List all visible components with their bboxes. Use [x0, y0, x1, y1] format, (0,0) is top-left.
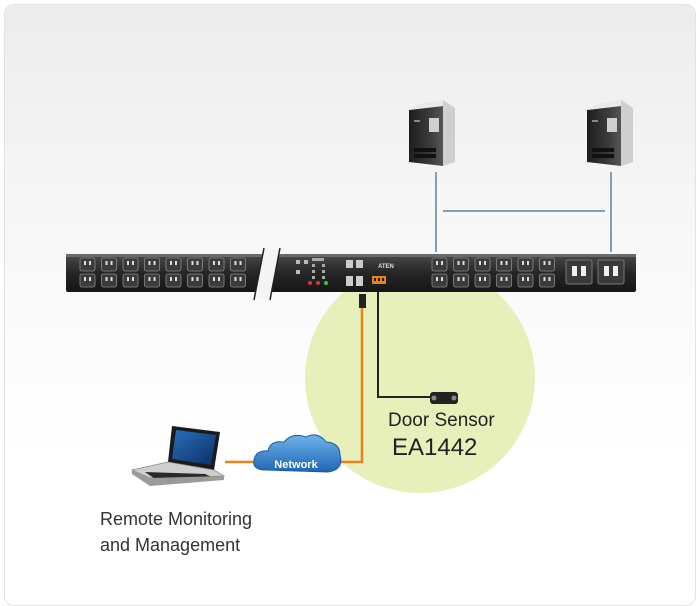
pdu-outlet — [539, 257, 555, 272]
pdu-outlet — [79, 257, 96, 272]
cloud-icon — [253, 434, 342, 473]
server-connection-lines — [435, 172, 612, 252]
model-number-label: EA1442 — [392, 434, 478, 461]
pdu-outlet — [187, 257, 203, 272]
pdu-outlet — [431, 273, 448, 288]
pdu-network-line — [338, 306, 364, 464]
pdu-outlet — [230, 273, 246, 288]
network-label: Network — [274, 459, 318, 471]
pdu-rack-icon: ATEN — [66, 247, 636, 301]
pdu-outlet — [517, 257, 534, 272]
pdu-outlet — [144, 257, 160, 272]
remote-monitoring-label-line1: Remote Monitoring — [100, 509, 253, 529]
pdu-outlet — [122, 273, 139, 288]
remote-monitoring-label-line2: and Management — [100, 535, 241, 555]
pdu-outlets-right — [431, 257, 555, 288]
pdu-outlet — [453, 273, 469, 288]
pdu-outlet — [101, 257, 117, 272]
server-tower-icon — [409, 100, 455, 166]
door-sensor-icon — [430, 392, 458, 404]
server-tower-icon — [587, 100, 633, 166]
pdu-outlet — [496, 273, 512, 288]
laptop-icon — [130, 426, 226, 486]
pdu-brand-logo: ATEN — [378, 264, 394, 270]
pdu-outlet — [144, 273, 160, 288]
pdu-outlet — [187, 273, 203, 288]
pdu-control-panel — [296, 258, 386, 286]
pdu-outlet — [122, 257, 139, 272]
pdu-outlet — [474, 257, 491, 272]
pdu-break-gap — [254, 250, 280, 298]
pdu-outlet — [431, 257, 448, 272]
pdu-outlet — [474, 273, 491, 288]
pdu-outlet — [165, 257, 182, 272]
network-plug — [359, 294, 366, 308]
door-sensor-label: Door Sensor — [388, 410, 495, 431]
door-sensor-cable — [377, 292, 432, 398]
pdu-outlet — [496, 257, 512, 272]
pdu-outlet — [101, 273, 117, 288]
pdu-c19-outlets — [565, 259, 625, 285]
pdu-outlet — [79, 273, 96, 288]
pdu-outlet — [230, 257, 246, 272]
pdu-outlet — [208, 257, 225, 272]
pdu-outlet — [539, 273, 555, 288]
pdu-outlet — [517, 273, 534, 288]
pdu-outlet — [165, 273, 182, 288]
pdu-outlets-left — [79, 257, 246, 288]
pdu-outlet — [453, 257, 469, 272]
pdu-outlet — [208, 273, 225, 288]
